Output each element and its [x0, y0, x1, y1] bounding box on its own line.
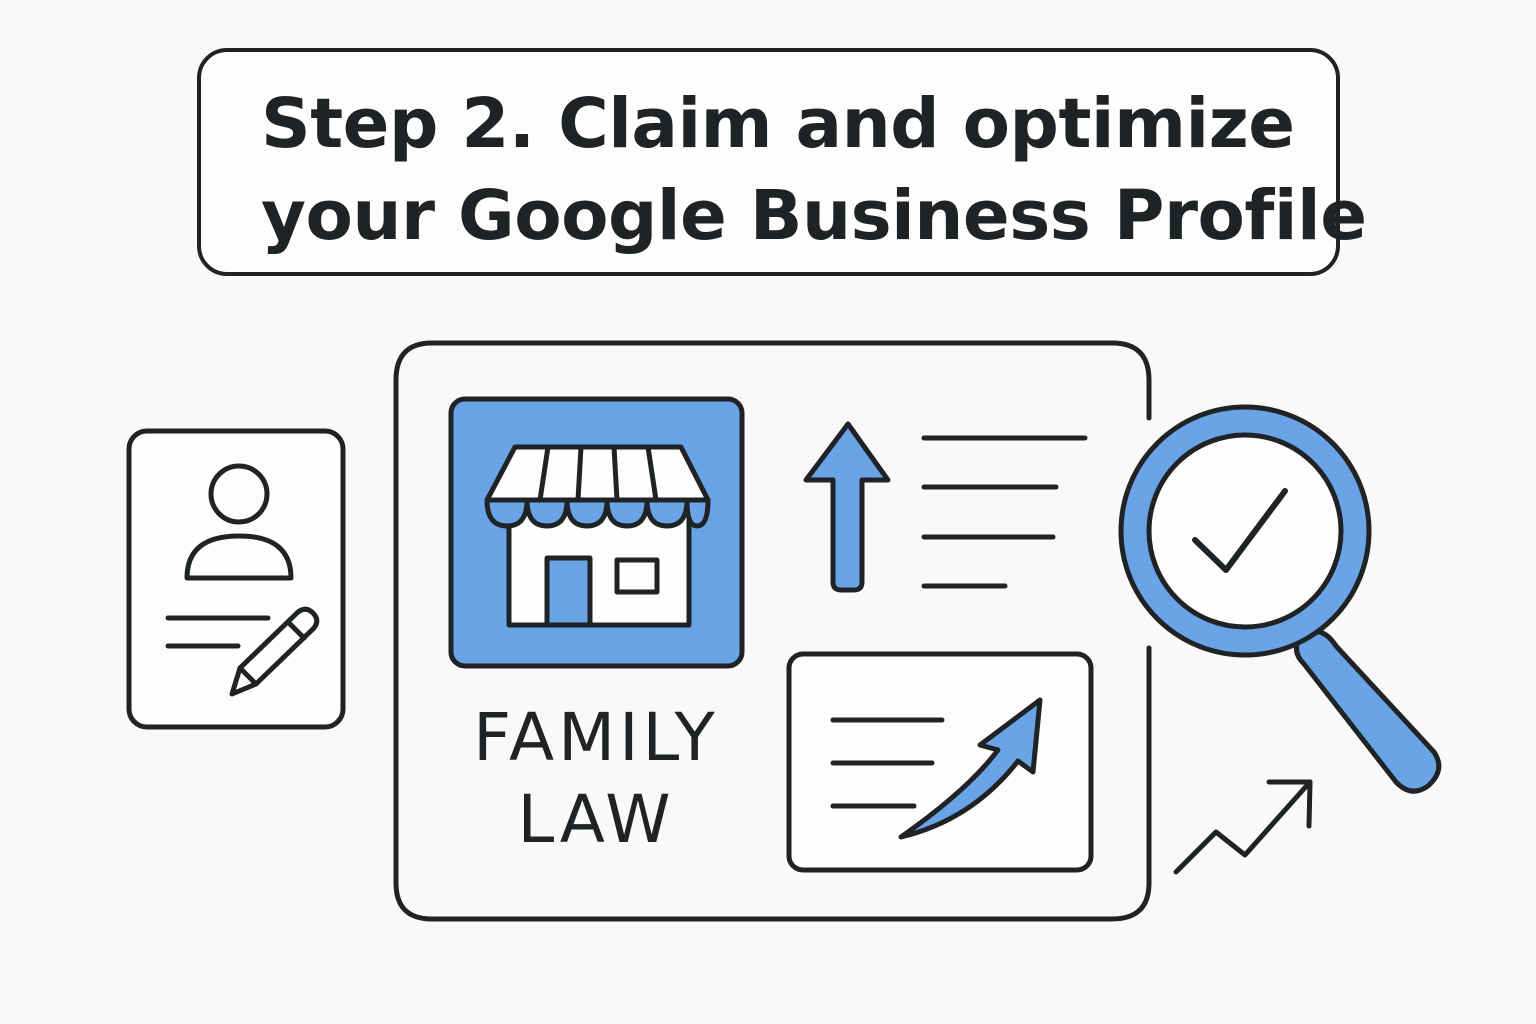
title-line-1: Step 2. Claim and optimize — [261, 84, 1295, 164]
pencil-icon — [229, 606, 320, 697]
title-banner: Step 2. Claim and optimize your Google B… — [197, 48, 1367, 276]
storefront-label-line-1: FAMILY — [473, 699, 719, 776]
trend-arrow-icon — [1173, 779, 1313, 875]
profile-card — [393, 340, 1152, 922]
growth-chart-card-icon — [786, 651, 1094, 873]
storefront-icon — [448, 396, 745, 669]
magnifier-check-icon — [1118, 404, 1442, 794]
title-line-2: your Google Business Profile — [261, 176, 1367, 256]
storefront-label-line-2: LAW — [517, 781, 675, 858]
page-title: Step 2. Claim and optimize your Google B… — [261, 78, 1367, 262]
text-lines-icon — [921, 435, 1088, 589]
up-arrow-icon — [803, 421, 891, 593]
profile-form-icon — [126, 428, 346, 730]
